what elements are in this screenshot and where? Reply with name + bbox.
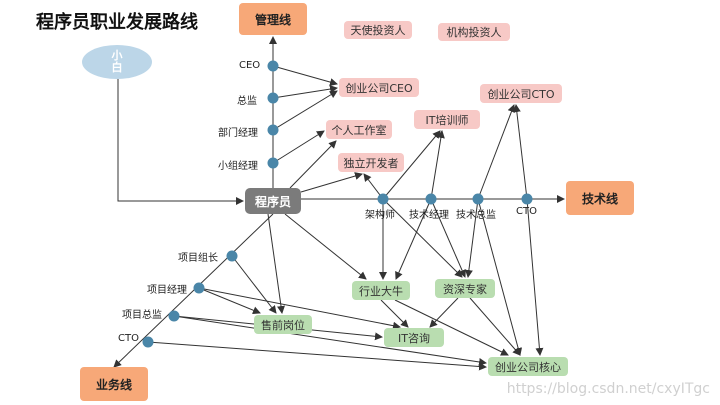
diagram-node-dots xyxy=(142,60,533,348)
node-personal-studio: 个人工作室 xyxy=(326,120,392,139)
dot-biz-team-lead xyxy=(226,250,238,262)
edge-teamlead-to-presales xyxy=(231,255,277,314)
edge-techdir-to-senior xyxy=(464,198,479,278)
node-startup-ceo: 创业公司CEO xyxy=(339,78,419,97)
edge-group-to-studio xyxy=(272,130,325,164)
dot-biz-cto xyxy=(142,336,154,348)
dot-mgmt-dept-manager xyxy=(267,124,279,136)
edge-dept-to-startup-ceo xyxy=(272,90,338,131)
label-mgmt-dept-manager: 部门经理 xyxy=(218,128,258,139)
edge-projmgr-to-presales xyxy=(198,287,261,315)
node-angel-investor: 天使投资人 xyxy=(344,21,412,39)
edge-ceo-to-startup-ceo xyxy=(272,65,338,86)
node-startup-core: 创业公司核心 xyxy=(488,357,568,376)
node-institutional-investor: 机构投资人 xyxy=(438,23,510,41)
label-mgmt-ceo: CEO xyxy=(239,60,261,71)
dot-biz-project-director xyxy=(168,310,180,322)
dot-biz-project-manager xyxy=(193,282,205,294)
label-tech-cto: CTO xyxy=(516,206,537,217)
label-tech-architect: 架构师 xyxy=(365,210,395,221)
edge-programmer-to-indie xyxy=(300,172,363,193)
center-node-programmer: 程序员 xyxy=(245,188,301,214)
start-node-xiaobai: 小 白 xyxy=(82,45,152,79)
edge-programmer-to-presales xyxy=(267,213,285,314)
edge-techmgr-to-industry xyxy=(395,198,432,280)
edge-programmer-to-studio xyxy=(289,140,337,189)
edge-industry-to-core xyxy=(394,299,509,356)
edge-senior-to-consulting xyxy=(429,297,459,328)
edge-techmgr-to-trainer xyxy=(430,130,445,200)
dot-tech-manager xyxy=(425,193,437,205)
edge-architect-to-senior xyxy=(382,198,463,278)
edge-techmgr-to-senior xyxy=(430,198,466,278)
label-biz-project-manager: 项目经理 xyxy=(147,285,187,296)
technical-track-node: 技术线 xyxy=(566,181,634,215)
edge-senior-to-core xyxy=(469,297,521,356)
edge-industry-to-consulting xyxy=(380,299,409,328)
start-node-line1: 小 xyxy=(111,49,123,62)
node-startup-cto: 创业公司CTO xyxy=(480,84,562,103)
edge-programmer-to-industry xyxy=(284,213,367,280)
dot-mgmt-ceo xyxy=(267,60,279,72)
edge-programmer-to-business xyxy=(113,213,274,368)
edge-cto-to-core xyxy=(526,198,544,356)
dot-tech-director xyxy=(472,193,484,205)
dot-tech-architect xyxy=(377,193,389,205)
dot-tech-cto xyxy=(521,193,533,205)
edge-bizcto-to-core xyxy=(147,341,487,371)
label-biz-project-director: 项目总监 xyxy=(122,310,162,321)
watermark-url: https://blog.csdn.net/cxyITgc xyxy=(506,381,710,397)
start-node-line2: 白 xyxy=(111,61,123,74)
label-tech-director: 技术总监 xyxy=(456,210,496,221)
node-indie-developer: 独立开发者 xyxy=(338,153,404,172)
edge-techdir-to-core xyxy=(477,198,523,356)
edge-architect-to-trainer xyxy=(382,130,441,200)
node-it-trainer: IT培训师 xyxy=(414,110,480,129)
management-track-node: 管理线 xyxy=(239,3,307,35)
node-senior-expert: 资深专家 xyxy=(435,279,495,298)
node-it-consulting: IT咨询 xyxy=(384,328,444,347)
business-track-node: 业务线 xyxy=(80,367,148,401)
diagram-edges xyxy=(113,36,565,371)
edge-cto-to-startup-cto xyxy=(512,104,528,200)
label-mgmt-director: 总监 xyxy=(237,96,257,107)
edge-techdir-to-startup-cto xyxy=(477,104,516,200)
label-tech-manager: 技术经理 xyxy=(409,210,449,221)
node-industry-expert: 行业大牛 xyxy=(352,281,410,300)
label-biz-team-lead: 项目组长 xyxy=(178,253,218,264)
label-biz-cto: CTO xyxy=(118,333,139,344)
edge-projdir-to-core xyxy=(173,315,487,366)
node-presales: 售前岗位 xyxy=(254,315,312,334)
edge-director-to-startup-ceo xyxy=(272,85,338,99)
label-mgmt-group-manager: 小组经理 xyxy=(218,161,258,172)
page-title: 程序员职业发展路线 xyxy=(36,12,198,33)
edge-projmgr-to-consulting xyxy=(198,287,401,330)
dot-mgmt-group-manager xyxy=(267,157,279,169)
dot-mgmt-director xyxy=(267,92,279,104)
edge-start-to-programmer xyxy=(117,79,244,205)
